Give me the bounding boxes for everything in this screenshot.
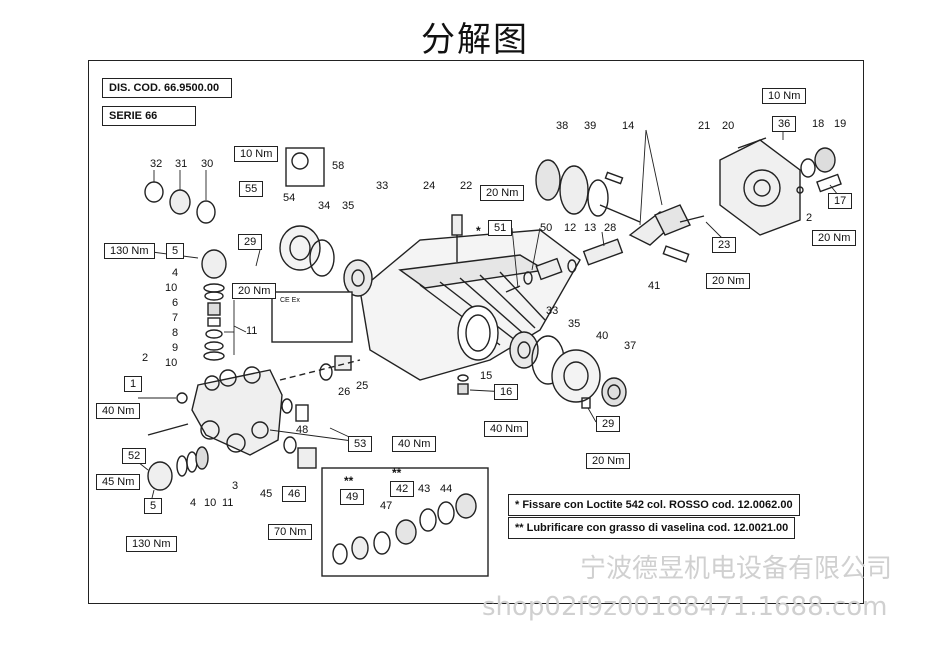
- watermark-url: shop02f9z00188471.1688.com: [482, 592, 888, 622]
- torque-130nm-bottom: 130 Nm: [126, 536, 177, 552]
- label-30: 30: [201, 158, 214, 170]
- label-38: 38: [556, 120, 569, 132]
- part-box-52: 52: [122, 448, 147, 464]
- torque-20nm-17: 20 Nm: [812, 230, 857, 246]
- label-24: 24: [423, 180, 436, 192]
- label-7: 7: [172, 312, 179, 324]
- label-33-top: 33: [376, 180, 389, 192]
- label-2-left: 2: [142, 352, 149, 364]
- part-box-29-right: 29: [596, 416, 621, 432]
- torque-70nm-46: 70 Nm: [268, 524, 313, 540]
- pump-body-24: [359, 229, 581, 381]
- label-13: 13: [584, 222, 597, 234]
- torque-130nm-top: 130 Nm: [104, 243, 155, 259]
- label-22: 22: [460, 180, 473, 192]
- part-box-49: 49: [340, 489, 365, 505]
- part-box-17: 17: [828, 193, 853, 209]
- label-32: 32: [150, 158, 163, 170]
- torque-40nm-16: 40 Nm: [484, 421, 529, 437]
- label-40: 40: [596, 330, 609, 342]
- torque-10nm-55: 10 Nm: [234, 146, 279, 162]
- page-title: 分解图: [421, 20, 529, 60]
- label-26: 26: [338, 386, 351, 398]
- star-42: **: [392, 466, 402, 480]
- star-49: **: [344, 474, 354, 488]
- label-10-top: 10: [165, 282, 178, 294]
- label-41: 41: [648, 280, 661, 292]
- torque-40nm-53: 40 Nm: [392, 436, 437, 452]
- torque-10nm-36: 10 Nm: [762, 88, 807, 104]
- label-10-mid: 10: [165, 357, 178, 369]
- manifold-head-3: [191, 366, 283, 456]
- label-20: 20: [722, 120, 735, 132]
- drawing-frame: [88, 60, 864, 604]
- label-4-top: 4: [172, 267, 179, 279]
- label-25: 25: [356, 380, 369, 392]
- valve-stack-front: [147, 446, 209, 491]
- label-48: 48: [296, 424, 309, 436]
- label-11-bottom: 11: [222, 497, 234, 509]
- label-4-bottom: 4: [190, 497, 197, 509]
- watermark-company: 宁波德昱机电设备有限公司: [580, 554, 893, 584]
- label-43: 43: [418, 483, 431, 495]
- label-18: 18: [812, 118, 825, 130]
- label-28: 28: [604, 222, 617, 234]
- torque-40nm-1: 40 Nm: [96, 403, 141, 419]
- part-box-16: 16: [494, 384, 519, 400]
- label-12: 12: [564, 222, 577, 234]
- torque-45nm-52: 45 Nm: [96, 474, 141, 490]
- label-37: 37: [624, 340, 637, 352]
- label-47: 47: [380, 500, 393, 512]
- label-35-top: 35: [342, 200, 355, 212]
- label-54: 54: [283, 192, 296, 204]
- note-loctite: * Fissare con Loctite 542 col. ROSSO cod…: [508, 494, 800, 516]
- label-11-top: 11: [246, 325, 258, 337]
- part-box-42: 42: [390, 481, 415, 497]
- label-6: 6: [172, 297, 179, 309]
- note-grease: ** Lubrificare con grasso di vaselina co…: [508, 517, 796, 539]
- label-9: 9: [172, 342, 179, 354]
- label-14: 14: [622, 120, 635, 132]
- part-box-36: 36: [772, 116, 797, 132]
- label-10-bottom: 10: [204, 497, 217, 509]
- torque-20nm-23: 20 Nm: [706, 273, 751, 289]
- label-45: 45: [260, 488, 273, 500]
- ce-label-text: CE Ex: [280, 297, 300, 304]
- label-21: 21: [698, 120, 711, 132]
- dis-code-box: DIS. COD. 66.9500.00: [102, 78, 232, 98]
- part-box-1: 1: [124, 376, 143, 392]
- torque-20nm-29-right: 20 Nm: [586, 453, 631, 469]
- torque-20nm-51: 20 Nm: [480, 185, 525, 201]
- valve-stack-top: [201, 249, 227, 361]
- part-box-29-left: 29: [238, 234, 263, 250]
- label-3: 3: [232, 480, 239, 492]
- part-box-51: 51: [488, 220, 513, 236]
- star-51: *: [476, 224, 481, 238]
- label-2-right: 2: [806, 212, 813, 224]
- torque-20nm-29-left: 20 Nm: [232, 283, 277, 299]
- label-19: 19: [834, 118, 847, 130]
- label-31: 31: [175, 158, 188, 170]
- part-box-5-top: 5: [166, 243, 185, 259]
- part-box-46: 46: [282, 486, 307, 502]
- label-58: 58: [332, 160, 345, 172]
- label-50: 50: [540, 222, 553, 234]
- rear-cover-20: [719, 139, 801, 236]
- label-33-right: 33: [546, 305, 559, 317]
- label-8: 8: [172, 327, 179, 339]
- crankshaft-38: [535, 159, 641, 223]
- part-box-5-bottom: 5: [144, 498, 163, 514]
- part-box-53: 53: [348, 436, 373, 452]
- seal-kit-49: [332, 493, 477, 565]
- label-39: 39: [584, 120, 597, 132]
- part-box-23: 23: [712, 237, 737, 253]
- part-box-55: 55: [239, 181, 264, 197]
- serie-box: SERIE 66: [102, 106, 196, 126]
- label-34: 34: [318, 200, 331, 212]
- label-35-right: 35: [568, 318, 581, 330]
- label-15: 15: [480, 370, 493, 382]
- label-44: 44: [440, 483, 453, 495]
